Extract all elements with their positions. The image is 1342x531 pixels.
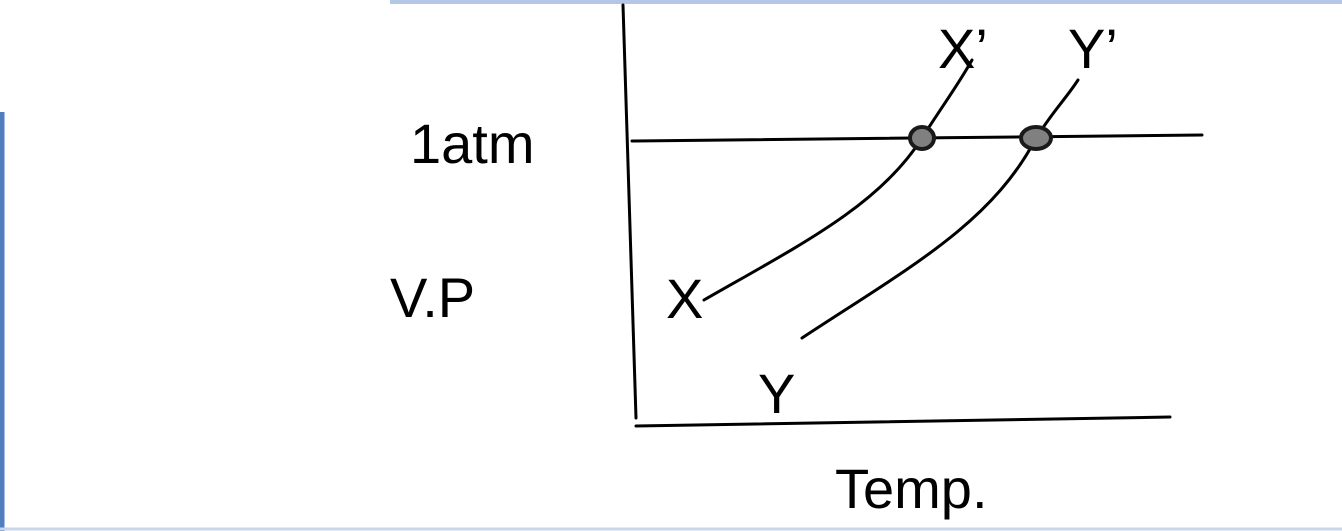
curve-y-start-label: Y bbox=[758, 362, 795, 425]
curve-x bbox=[702, 58, 974, 302]
boiling-point-y bbox=[1019, 125, 1053, 151]
boiling-point-x bbox=[908, 125, 936, 151]
curve-x-end-label: X’ bbox=[938, 17, 988, 80]
reference-line-label: 1atm bbox=[410, 112, 535, 175]
y-axis-line bbox=[621, 3, 638, 420]
x-axis-label: Temp. bbox=[835, 457, 988, 520]
curve-y bbox=[800, 78, 1080, 340]
y-axis-label: V.P bbox=[390, 266, 475, 329]
x-axis-line bbox=[634, 415, 1172, 428]
curve-x-start-label: X bbox=[666, 267, 703, 330]
curve-y-end-label: Y’ bbox=[1068, 17, 1118, 80]
